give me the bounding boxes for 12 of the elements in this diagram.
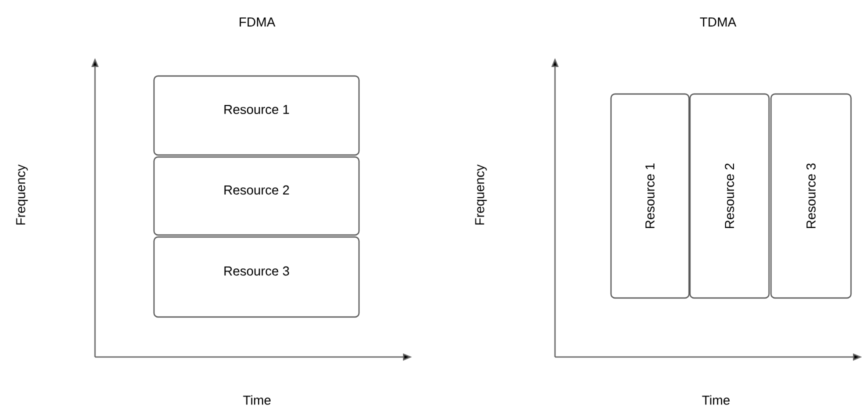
axis-label: Frequency: [16, 164, 28, 225]
chart-title: TDMA: [700, 18, 736, 26]
axis-label: Frequency: [475, 164, 487, 225]
axis-label: Time: [702, 395, 730, 405]
resource-box: Resource 1: [153, 75, 360, 156]
resource-box: Resource 1: [610, 93, 690, 299]
resource-box: Resource 2: [689, 93, 770, 299]
axis-label: Time: [243, 395, 271, 405]
resource-box: Resource 3: [153, 236, 360, 318]
chart-title: FDMA: [240, 18, 276, 26]
resource-box: Resource 3: [770, 93, 852, 299]
resource-box: Resource 2: [153, 156, 360, 236]
